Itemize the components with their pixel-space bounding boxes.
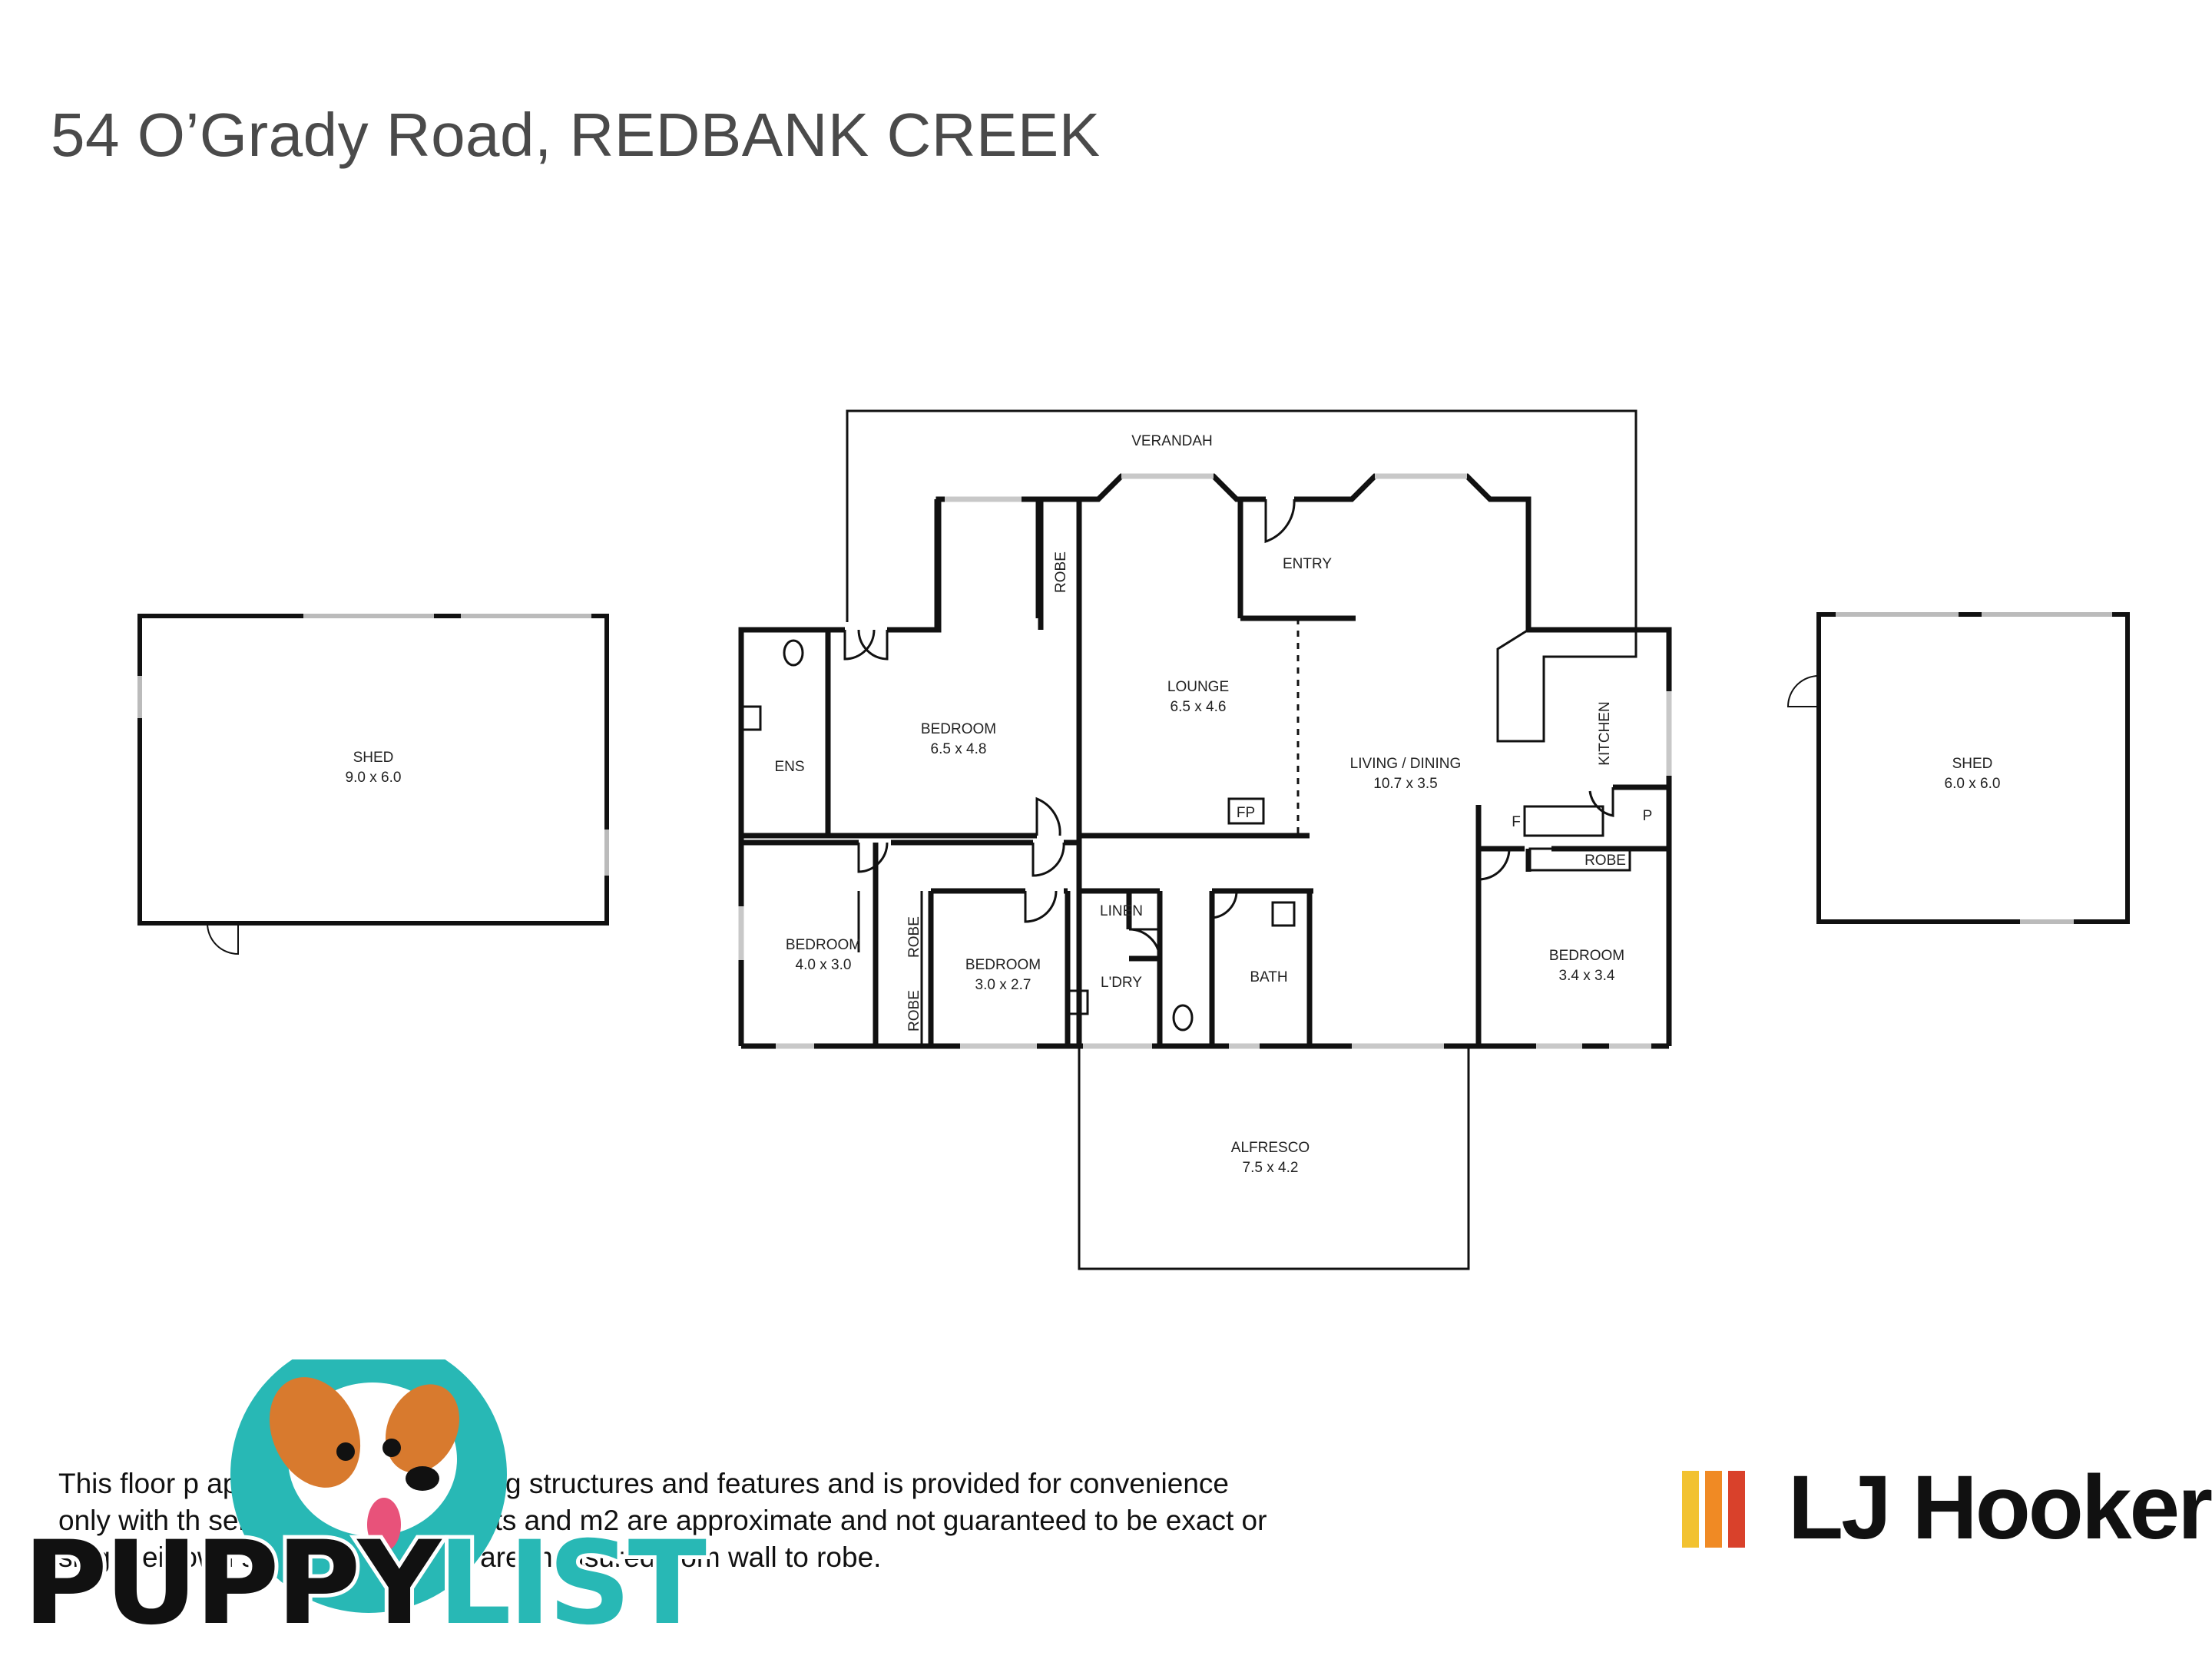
label-shed-left: SHED (353, 750, 394, 766)
label-fridge: F (1512, 814, 1521, 830)
label-kitchen: KITCHEN (1597, 701, 1613, 765)
property-address-title: 54 O’Grady Road, REDBANK CREEK (51, 101, 1101, 169)
label-alfresco: ALFRESCO (1231, 1140, 1310, 1156)
dim-shed-left: 9.0 x 6.0 (346, 770, 402, 786)
label-linen: LINEN (1100, 903, 1143, 919)
label-shed-right: SHED (1952, 756, 1993, 772)
label-robe-2a: ROBE (906, 916, 922, 958)
label-bedroom-3: BEDROOM (965, 957, 1041, 973)
dim-bedroom-3: 3.0 x 2.7 (975, 977, 1031, 993)
dim-bedroom-4: 3.4 x 3.4 (1559, 968, 1615, 984)
label-bedroom-4: BEDROOM (1549, 948, 1624, 964)
shed-right-outline (1816, 612, 2130, 924)
verandah-outline (846, 409, 1637, 630)
label-robe-2b: ROBE (906, 990, 922, 1031)
dim-shed-right: 6.0 x 6.0 (1945, 776, 2001, 792)
label-fireplace: FP (1237, 805, 1255, 821)
label-robe-main: ROBE (1053, 551, 1069, 593)
dim-lounge: 6.5 x 4.6 (1171, 699, 1227, 715)
label-robe-4: ROBE (1584, 853, 1626, 869)
label-verandah: VERANDAH (1131, 433, 1213, 449)
label-bedroom-2: BEDROOM (786, 937, 861, 953)
brand-name: LJ Hooker (1788, 1457, 2212, 1558)
lj-hooker-logo (1682, 1471, 1745, 1548)
dim-bedroom-main: 6.5 x 4.8 (931, 741, 987, 757)
label-living-dining: LIVING / DINING (1350, 756, 1462, 772)
label-ens: ENS (774, 759, 804, 775)
puppylist-watermark-text: PUPPYLIST (19, 1513, 710, 1654)
label-lounge: LOUNGE (1167, 679, 1229, 695)
watermark-part-1: PUPPY (19, 1513, 445, 1654)
dim-living-dining: 10.7 x 3.5 (1373, 776, 1437, 792)
puppylist-watermark-logo (230, 1359, 507, 1613)
label-bath: BATH (1250, 969, 1287, 985)
watermark-part-2: LIST (434, 1513, 710, 1654)
label-pantry: P (1643, 808, 1653, 824)
dim-bedroom-2: 4.0 x 3.0 (796, 957, 852, 973)
dim-alfresco: 7.5 x 4.2 (1243, 1160, 1299, 1176)
label-bedroom-main: BEDROOM (921, 721, 996, 737)
label-entry: ENTRY (1283, 556, 1332, 572)
label-laundry: L'DRY (1101, 975, 1142, 991)
alfresco-outline (1078, 1046, 1470, 1270)
